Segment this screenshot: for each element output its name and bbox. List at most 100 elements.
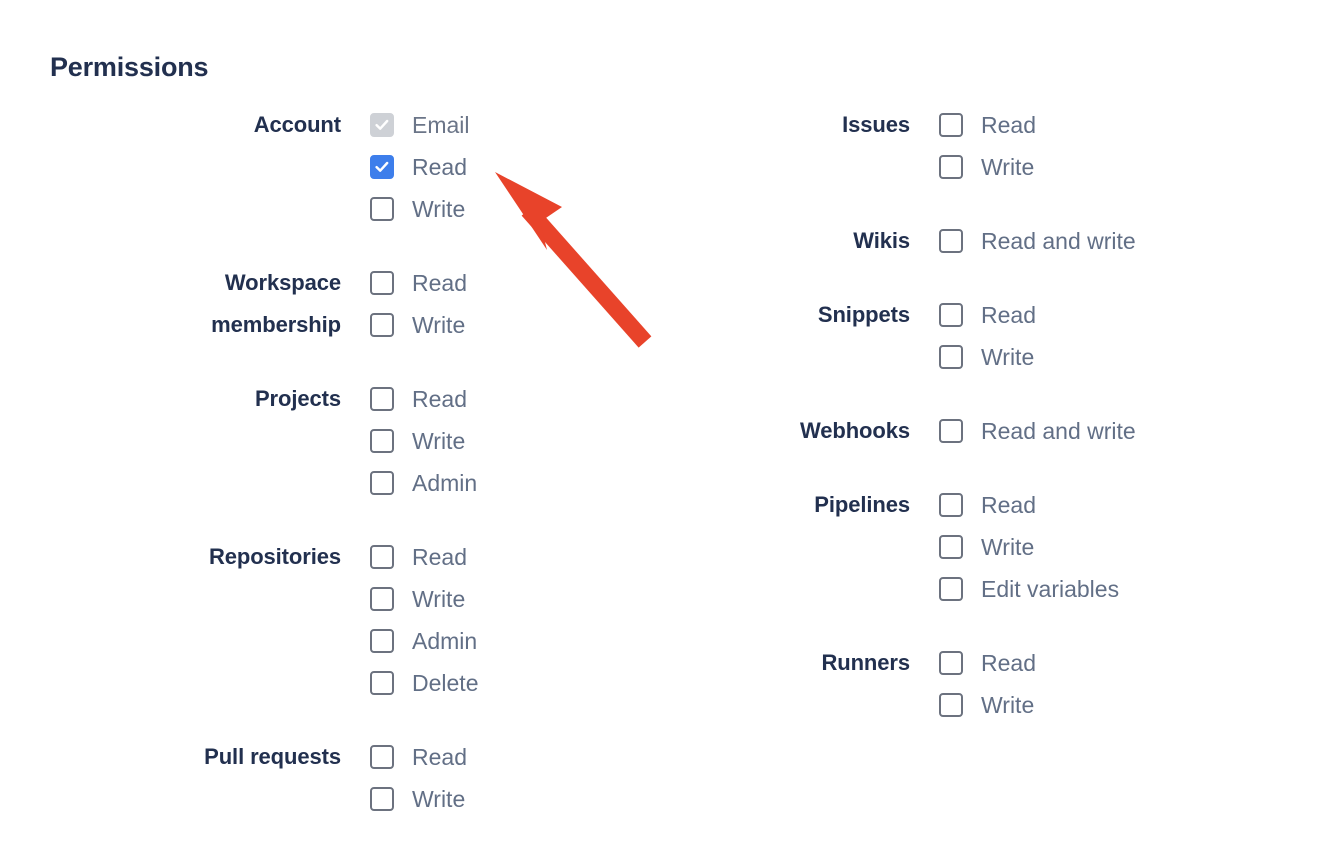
checkbox-runners-write[interactable] <box>939 693 963 717</box>
permission-group-webhooks: Webhooks Read and write <box>600 410 1136 452</box>
permission-option-label: Read <box>412 154 467 180</box>
permission-option-label: Read <box>412 544 467 570</box>
permission-option-webhooks-read-and-write[interactable]: Read and write <box>939 410 1136 452</box>
permission-option-repositories-admin[interactable]: Admin <box>370 620 478 662</box>
checkbox-repositories-read[interactable] <box>370 545 394 569</box>
permission-option-label: Read and write <box>981 228 1136 254</box>
permission-option-label: Read <box>412 744 467 770</box>
checkbox-runners-read[interactable] <box>939 651 963 675</box>
permission-option-label: Read <box>981 112 1036 138</box>
checkbox-workspace-membership-write[interactable] <box>370 313 394 337</box>
checkbox-snippets-read[interactable] <box>939 303 963 327</box>
checkbox-wikis-read-and-write[interactable] <box>939 229 963 253</box>
checkbox-pipelines-write[interactable] <box>939 535 963 559</box>
permission-option-pipelines-read[interactable]: Read <box>939 484 1119 526</box>
permission-option-label: Admin <box>412 628 478 654</box>
page-title: Permissions <box>50 52 209 82</box>
permission-group-label: Pull requests <box>204 744 341 769</box>
checkbox-pull-requests-read[interactable] <box>370 745 394 769</box>
permission-option-label: Write <box>412 586 466 612</box>
permission-option-label: Read <box>981 650 1036 676</box>
permission-option-workspace-membership-write[interactable]: Write <box>370 304 467 346</box>
permission-option-issues-write[interactable]: Write <box>939 146 1036 188</box>
permission-option-label: Read <box>981 302 1036 328</box>
permission-option-runners-read[interactable]: Read <box>939 642 1036 684</box>
checkbox-webhooks-read-and-write[interactable] <box>939 419 963 443</box>
permission-option-label: Write <box>412 312 466 338</box>
permission-option-projects-write[interactable]: Write <box>370 420 477 462</box>
permission-option-label: Read <box>412 386 467 412</box>
permission-option-label: Email <box>412 112 470 138</box>
permission-option-list: Read and write <box>910 220 1136 262</box>
checkbox-issues-read[interactable] <box>939 113 963 137</box>
permission-option-wikis-read-and-write[interactable]: Read and write <box>939 220 1136 262</box>
checkbox-projects-read[interactable] <box>370 387 394 411</box>
permission-option-label: Write <box>412 786 466 812</box>
checkbox-repositories-admin[interactable] <box>370 629 394 653</box>
permission-option-label: Write <box>981 692 1035 718</box>
checkbox-account-write[interactable] <box>370 197 394 221</box>
permission-option-pipelines-write[interactable]: Write <box>939 526 1119 568</box>
arrow-head <box>495 172 562 250</box>
permission-group-label: Issues <box>842 112 910 137</box>
checkbox-snippets-write[interactable] <box>939 345 963 369</box>
permission-group-label: Wikis <box>853 228 910 253</box>
permission-option-issues-read[interactable]: Read <box>939 104 1036 146</box>
permission-option-label: Write <box>412 428 466 454</box>
checkbox-account-email <box>370 113 394 137</box>
permission-option-repositories-delete[interactable]: Delete <box>370 662 478 704</box>
permission-option-repositories-read[interactable]: Read <box>370 536 478 578</box>
permission-option-snippets-read[interactable]: Read <box>939 294 1036 336</box>
permission-group-wikis: Wikis Read and write <box>600 220 1136 262</box>
permission-option-workspace-membership-read[interactable]: Read <box>370 262 467 304</box>
permission-option-pull-requests-write[interactable]: Write <box>370 778 467 820</box>
permission-option-projects-admin[interactable]: Admin <box>370 462 477 504</box>
permission-group-label: Pipelines <box>814 492 910 517</box>
permission-option-repositories-write[interactable]: Write <box>370 578 478 620</box>
checkbox-projects-write[interactable] <box>370 429 394 453</box>
checkbox-pipelines-edit-variables[interactable] <box>939 577 963 601</box>
permission-option-label: Edit variables <box>981 576 1120 602</box>
permission-option-list: Read and write <box>910 410 1136 452</box>
checkbox-pull-requests-write[interactable] <box>370 787 394 811</box>
checkbox-repositories-delete[interactable] <box>370 671 394 695</box>
permission-option-pull-requests-read[interactable]: Read <box>370 736 467 778</box>
permission-group-label: Webhooks <box>799 418 910 443</box>
checkbox-repositories-write[interactable] <box>370 587 394 611</box>
permission-option-label: Read <box>981 492 1036 518</box>
checkbox-workspace-membership-read[interactable] <box>370 271 394 295</box>
permission-group-label: Repositories <box>208 544 341 569</box>
permission-option-label: Write <box>981 534 1035 560</box>
permission-option-projects-read[interactable]: Read <box>370 378 477 420</box>
checkbox-pipelines-read[interactable] <box>939 493 963 517</box>
permission-group-label: Account <box>253 112 341 137</box>
permission-option-snippets-write[interactable]: Write <box>939 336 1036 378</box>
checkbox-account-read[interactable] <box>370 155 394 179</box>
checkbox-projects-admin[interactable] <box>370 471 394 495</box>
permission-option-account-write[interactable]: Write <box>370 188 470 230</box>
permission-option-runners-write[interactable]: Write <box>939 684 1036 726</box>
checkmark-icon <box>375 161 389 172</box>
permission-option-label: Read and write <box>981 418 1136 444</box>
permission-option-account-read[interactable]: Read <box>370 146 470 188</box>
permission-group-label: Projects <box>254 386 341 411</box>
permission-group-label: Workspace membership <box>211 270 341 337</box>
permission-option-pipelines-edit-variables[interactable]: Edit variables <box>939 568 1119 610</box>
checkbox-issues-write[interactable] <box>939 155 963 179</box>
